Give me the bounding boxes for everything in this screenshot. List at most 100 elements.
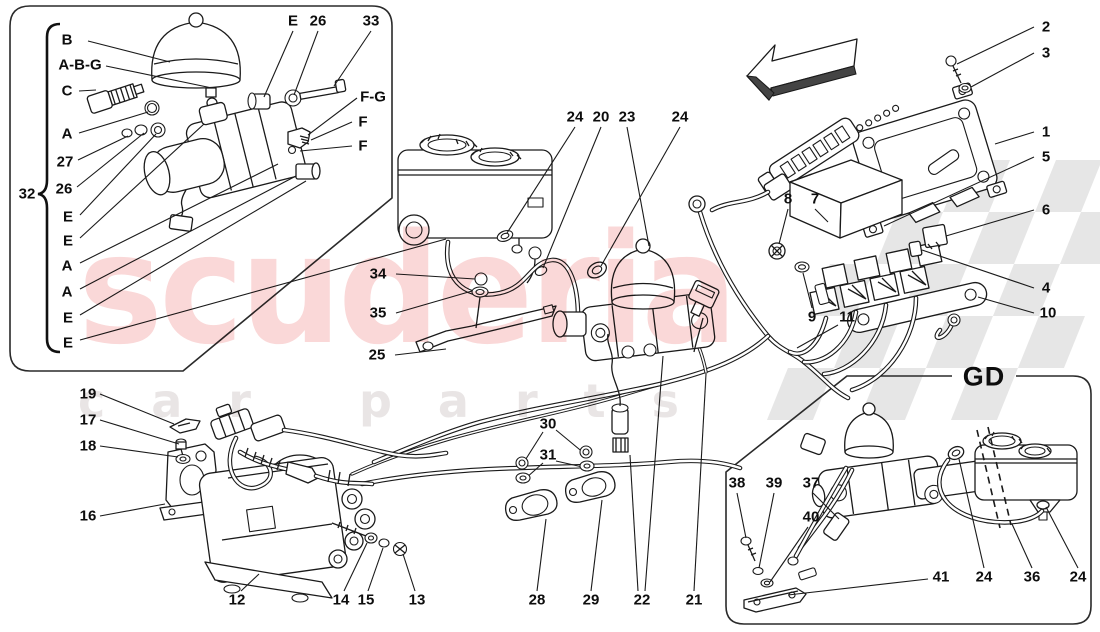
callout-7: 7 bbox=[810, 190, 820, 208]
ecu-bolt-2-washer-3 bbox=[945, 55, 972, 94]
callout-24: 24 bbox=[1069, 568, 1087, 586]
rod-14-washer-15-nut-13 bbox=[331, 521, 408, 557]
gd-hydraulic-unit bbox=[800, 402, 993, 519]
gd-reservoir bbox=[974, 431, 1078, 521]
hose-clamps-24 bbox=[496, 230, 607, 279]
gd-inset-panel bbox=[725, 375, 1092, 625]
callout-24: 24 bbox=[671, 108, 689, 126]
callout-e: E bbox=[62, 309, 74, 327]
gd-dashed-route-2 bbox=[987, 426, 1012, 526]
brake-fluid-reservoir bbox=[397, 133, 553, 284]
abs-modulator-12 bbox=[198, 454, 376, 603]
callout-f-g: F-G bbox=[360, 88, 386, 106]
callout-gd: GD bbox=[962, 361, 1006, 392]
callout-28: 28 bbox=[528, 591, 546, 609]
callout-41: 41 bbox=[932, 568, 950, 586]
callout-10: 10 bbox=[1039, 304, 1057, 322]
callout-8: 8 bbox=[783, 190, 793, 208]
nut-34-washer-35 bbox=[471, 272, 489, 329]
callout-6: 6 bbox=[1041, 201, 1051, 219]
callout-31: 31 bbox=[539, 446, 557, 464]
callout-f: F bbox=[358, 137, 368, 155]
callout-4: 4 bbox=[1041, 279, 1051, 297]
callout-19: 19 bbox=[79, 385, 97, 403]
callout-18: 18 bbox=[79, 437, 97, 455]
callout-38: 38 bbox=[728, 474, 746, 492]
gd-wire-bundle-37 bbox=[787, 465, 855, 581]
harness-connector-strip bbox=[688, 117, 860, 213]
callout-34: 34 bbox=[369, 265, 387, 283]
callout-22: 22 bbox=[633, 591, 651, 609]
callout-9: 9 bbox=[807, 308, 817, 326]
callout-e: E bbox=[62, 334, 74, 352]
wheel-speed-sensor-cable bbox=[210, 403, 449, 491]
p-clamp-28 bbox=[504, 489, 558, 521]
callout-13: 13 bbox=[408, 591, 426, 609]
callout-32: 32 bbox=[18, 185, 36, 203]
clamp-hardware-30-31 bbox=[504, 445, 616, 521]
callout-3: 3 bbox=[1041, 44, 1051, 62]
callout-5: 5 bbox=[1041, 148, 1051, 166]
callout-23: 23 bbox=[618, 108, 636, 126]
direction-arrow-icon bbox=[745, 38, 858, 101]
callout-37: 37 bbox=[802, 474, 820, 492]
callout-a: A bbox=[61, 257, 73, 275]
callout-36: 36 bbox=[1023, 568, 1041, 586]
gd-dashed-route bbox=[976, 429, 1001, 529]
support-bracket-25 bbox=[415, 304, 557, 353]
relay-6-and-item-4 bbox=[908, 223, 948, 258]
callout-b: B bbox=[61, 31, 73, 49]
callout-11: 11 bbox=[839, 308, 855, 326]
callout-24: 24 bbox=[975, 568, 993, 586]
callout-40: 40 bbox=[802, 508, 820, 526]
grommet-8-washer-9 bbox=[768, 242, 830, 306]
callout-e: E bbox=[62, 232, 74, 250]
watermark-brand: scuderia bbox=[78, 201, 734, 378]
callout-25: 25 bbox=[368, 346, 386, 364]
callout-15: 15 bbox=[357, 591, 375, 609]
callout-24: 24 bbox=[566, 108, 584, 126]
callout-20: 20 bbox=[592, 108, 610, 126]
callout-17: 17 bbox=[79, 411, 97, 429]
callout-a-b-g: A-B-G bbox=[58, 56, 102, 74]
callout-16: 16 bbox=[79, 507, 97, 525]
callout-26: 26 bbox=[309, 12, 327, 30]
callout-14: 14 bbox=[332, 591, 350, 609]
callout-a: A bbox=[61, 283, 73, 301]
callout-29: 29 bbox=[582, 591, 600, 609]
callout-21: 21 bbox=[685, 591, 703, 609]
central-hydraulic-unit bbox=[552, 238, 720, 362]
callout-30: 30 bbox=[539, 415, 557, 433]
gd-clamp-24 bbox=[947, 445, 965, 461]
pressure-sensor-22 bbox=[607, 333, 629, 453]
mount-bushing-bolt bbox=[247, 78, 347, 110]
callout-39: 39 bbox=[765, 474, 783, 492]
callout-a: A bbox=[61, 125, 73, 143]
callout-1: 1 bbox=[1041, 123, 1051, 141]
p-clamp-29 bbox=[564, 471, 616, 503]
gd-bracket-41 bbox=[743, 587, 807, 613]
clip-19-bolt-17-washer-18 bbox=[169, 418, 201, 465]
relay-bank bbox=[809, 241, 943, 315]
callout-26: 26 bbox=[55, 180, 73, 198]
leader-lines bbox=[76, 26, 1079, 596]
gd-bolt-38-washers-39-40 bbox=[740, 536, 774, 588]
callout-c: C bbox=[61, 82, 73, 100]
pressure-switch bbox=[86, 83, 145, 114]
callout-e: E bbox=[62, 208, 74, 226]
callout-12: 12 bbox=[228, 591, 246, 609]
sensor-cable-long bbox=[359, 458, 743, 487]
left-inset-panel bbox=[9, 5, 393, 372]
group-32-brace bbox=[37, 22, 61, 354]
seals-and-bushings bbox=[121, 100, 166, 138]
fg-bracket bbox=[287, 127, 311, 155]
callout-f: F bbox=[358, 113, 368, 131]
callout-33: 33 bbox=[362, 12, 380, 30]
hydraulic-pump-assembly bbox=[143, 12, 321, 232]
watermark-brand-line2: car parts bbox=[78, 374, 725, 428]
relay-wires bbox=[787, 295, 961, 393]
callout-35: 35 bbox=[369, 304, 387, 322]
callout-e: E bbox=[287, 12, 299, 30]
